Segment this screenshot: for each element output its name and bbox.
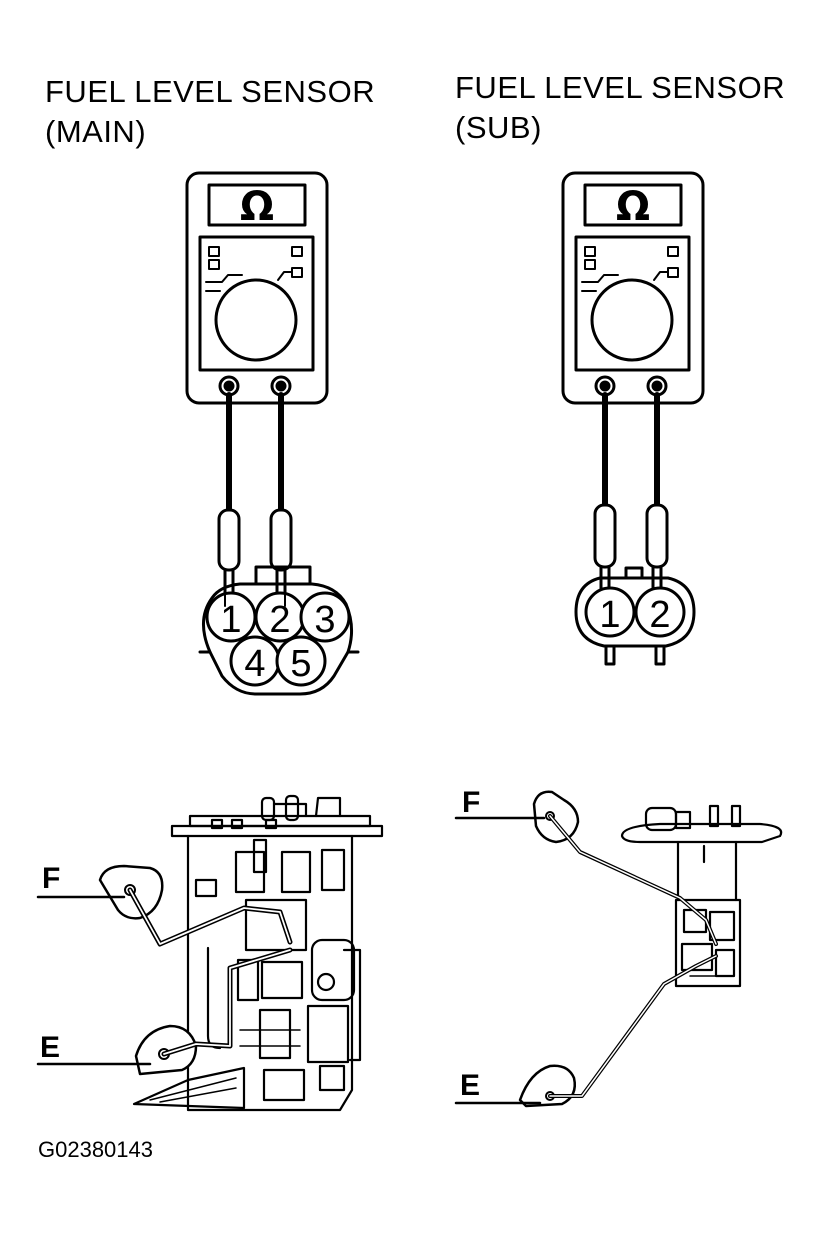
main-pin-3: 3 <box>314 599 335 641</box>
sub-pin-2: 2 <box>649 594 670 636</box>
sub-label-e: E <box>460 1069 480 1102</box>
main-ohm-symbol: Ω <box>240 184 274 230</box>
sub-float-f <box>454 790 718 946</box>
main-float-f <box>36 864 293 947</box>
sub-connector: 1 2 <box>574 566 696 666</box>
figure-code: G02380143 <box>38 1137 153 1162</box>
main-float-e <box>36 947 293 1076</box>
main-pin-1: 1 <box>220 599 241 641</box>
sub-test-leads <box>593 392 669 600</box>
main-title-line1: FUEL LEVEL SENSOR <box>45 74 376 109</box>
sub-float-e <box>454 954 718 1108</box>
sub-label-f: F <box>462 786 480 819</box>
main-label-f: F <box>42 862 60 895</box>
sub-sensor-title: FUEL LEVEL SENSOR (SUB) <box>455 68 785 148</box>
sub-ohmmeter: Ω <box>561 171 705 405</box>
sub-pin-1: 1 <box>599 594 620 636</box>
main-ohmmeter: Ω <box>185 171 329 405</box>
main-test-leads <box>217 392 293 602</box>
sub-sender-unit <box>620 804 783 988</box>
main-connector: 1 2 3 4 5 <box>198 565 360 696</box>
main-sensor-title: FUEL LEVEL SENSOR (MAIN) <box>45 72 375 152</box>
main-sender-unit <box>132 794 384 1112</box>
main-title-line2: (MAIN) <box>45 114 147 149</box>
sub-title-line1: FUEL LEVEL SENSOR <box>455 70 786 105</box>
sub-title-line2: (SUB) <box>455 110 542 145</box>
main-label-e: E <box>40 1031 60 1064</box>
main-pin-2: 2 <box>269 599 290 641</box>
main-pin-4: 4 <box>244 643 265 685</box>
main-pin-5: 5 <box>290 643 311 685</box>
sub-ohm-symbol: Ω <box>616 184 650 230</box>
